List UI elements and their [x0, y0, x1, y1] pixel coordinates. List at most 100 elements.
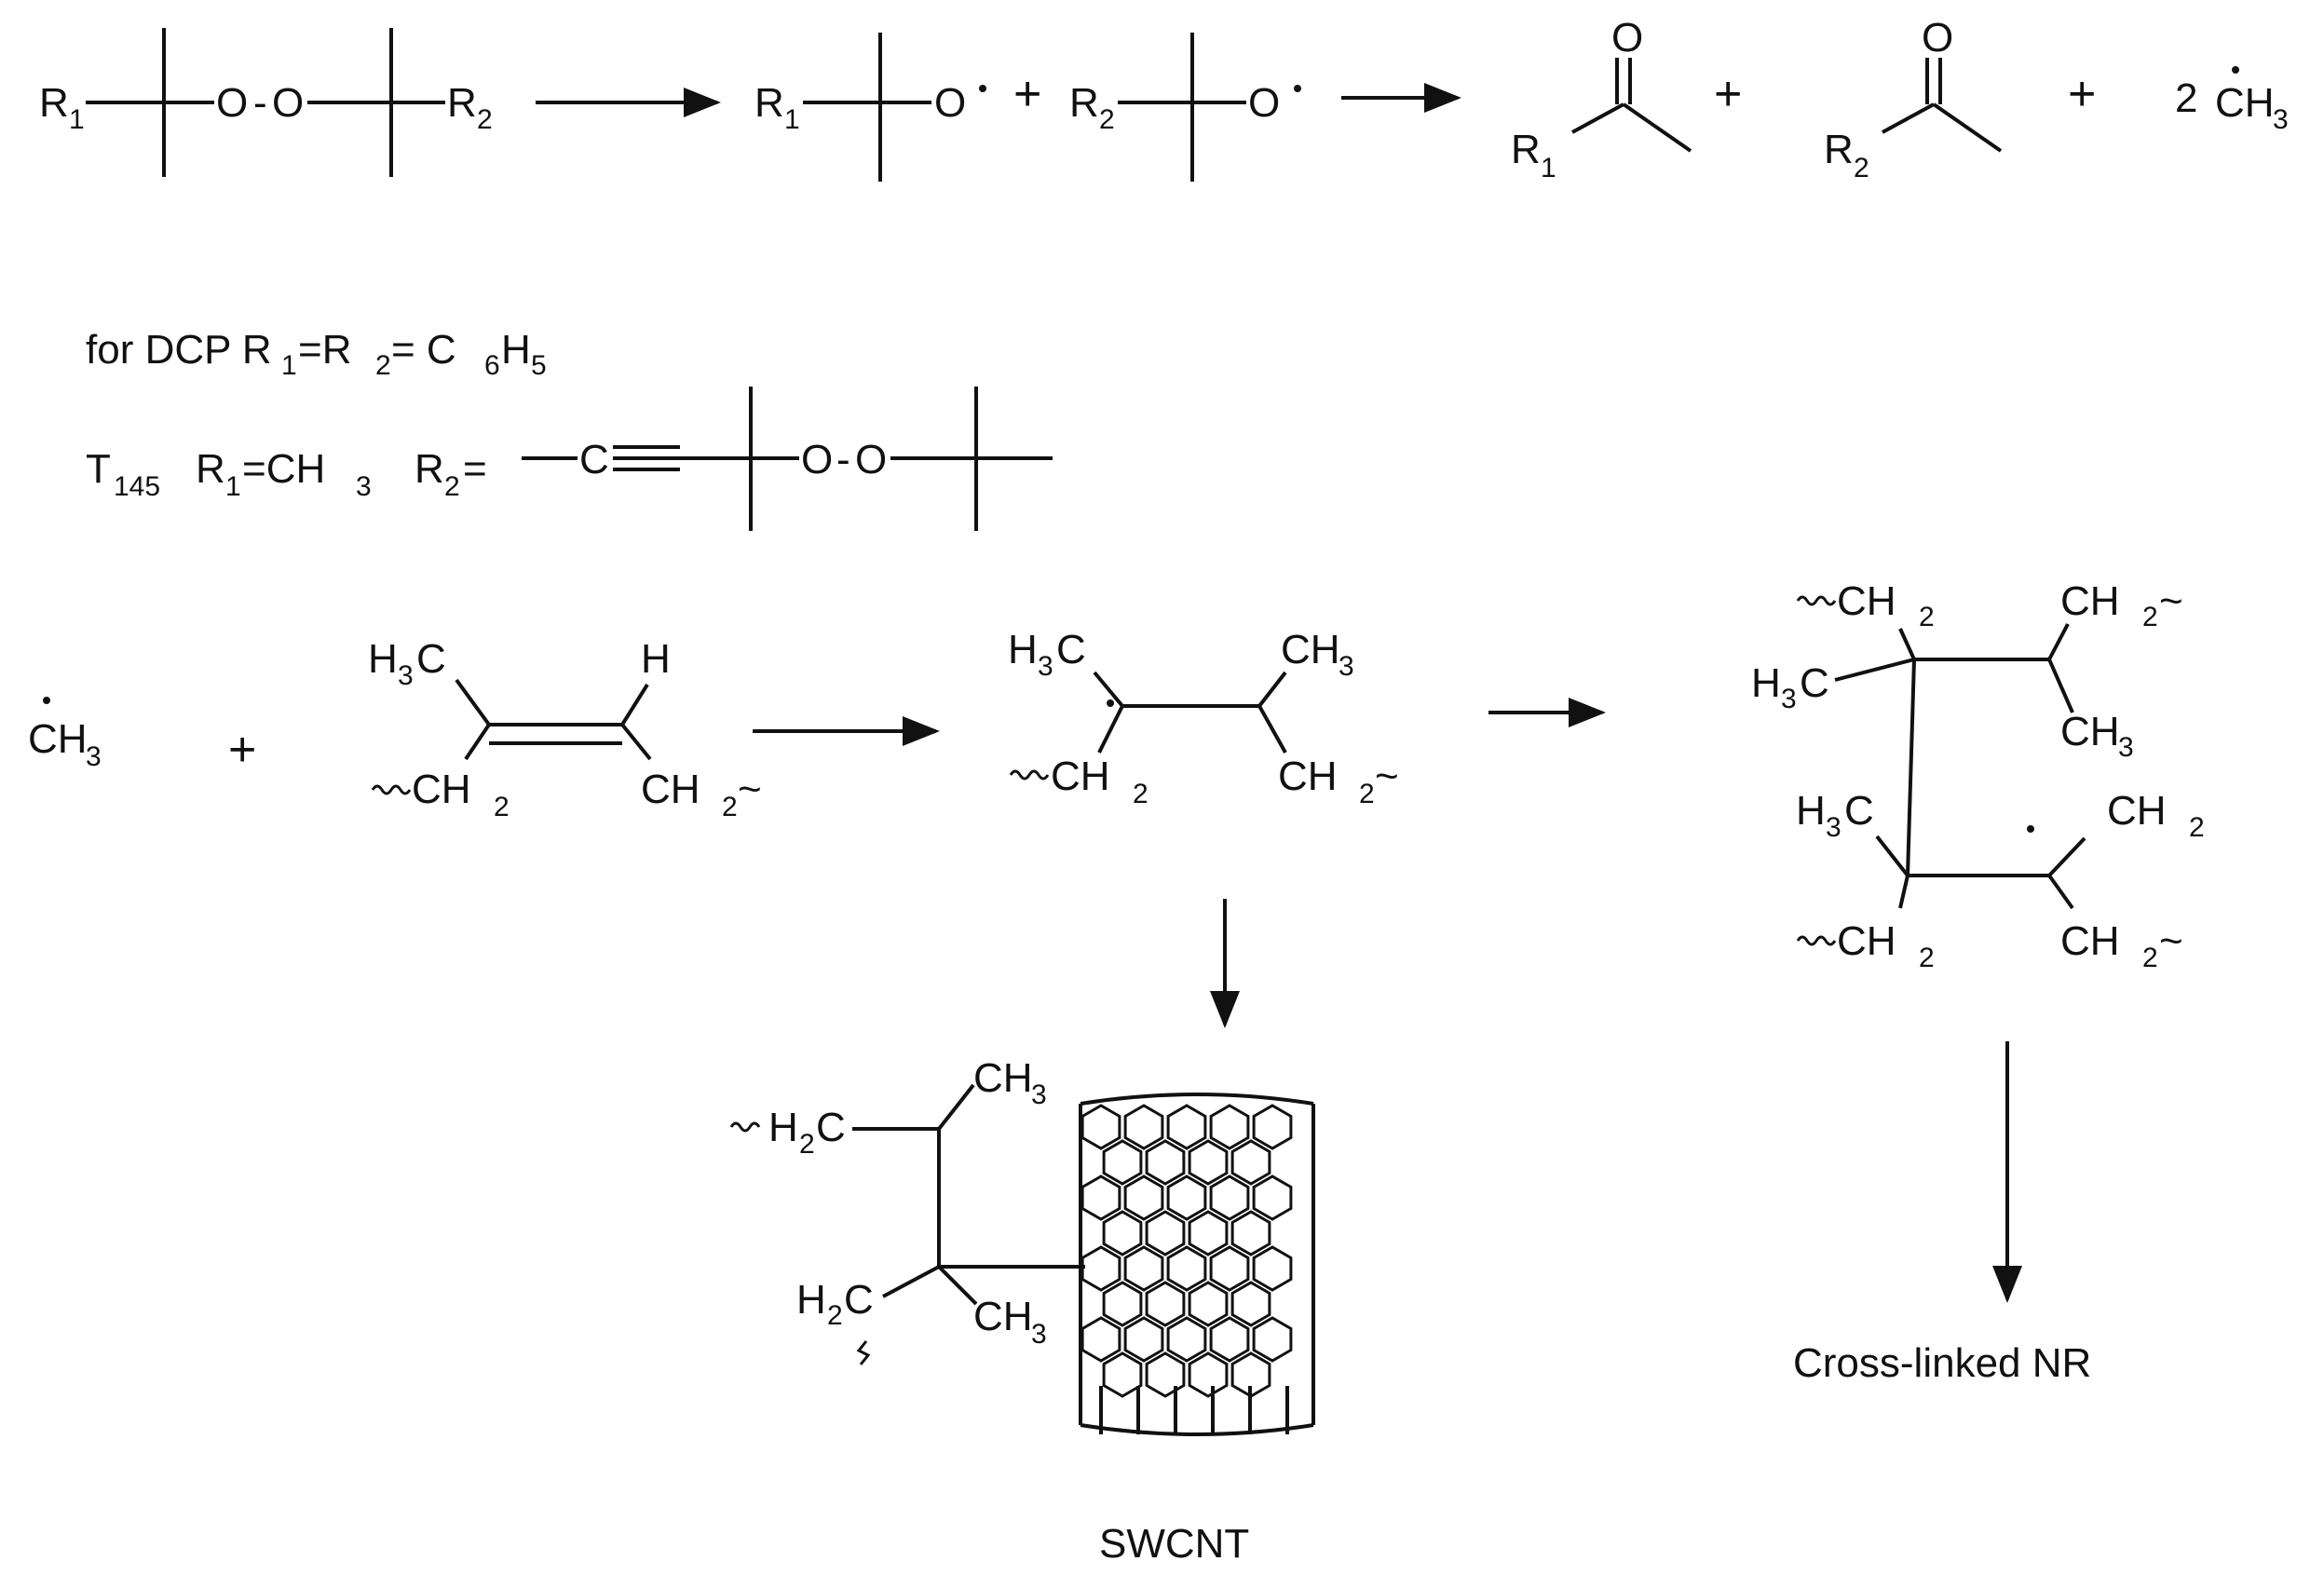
nanotube-hexagon	[1252, 1316, 1293, 1363]
svg-text:T: T	[86, 446, 111, 492]
nanotube-hexagon	[1145, 1281, 1186, 1327]
nanotube-hexagon	[1080, 1104, 1121, 1150]
crosslinked-dimer: CH 2 CH 2 ~ H 3 C CH 3 H 3 C CH 2 CH 2 C…	[1751, 578, 2205, 973]
svg-text:C: C	[579, 437, 609, 482]
nanotube-hexagon	[1145, 1351, 1186, 1398]
svg-text:H: H	[501, 327, 531, 373]
svg-text:CH: CH	[1837, 918, 1896, 964]
svg-text:CH: CH	[1281, 627, 1340, 672]
swcnt-label: SWCNT	[1099, 1521, 1249, 1567]
nanotube-hexagon	[1166, 1104, 1207, 1150]
nanotube-hexagon	[1230, 1139, 1271, 1186]
svg-text:2: 2	[1099, 104, 1115, 135]
nanotube-hexagon	[1166, 1316, 1207, 1363]
nr-radical-intermediate: H 3 C CH 3 CH 2 CH 2 ~	[1008, 627, 1399, 809]
svg-text:2: 2	[444, 471, 460, 502]
svg-text:2: 2	[477, 104, 493, 135]
svg-text:R: R	[447, 80, 477, 126]
svg-text:2: 2	[1919, 943, 1935, 973]
svg-text:CH: CH	[28, 716, 88, 762]
svg-text:H: H	[1796, 788, 1826, 834]
svg-text:2: 2	[2189, 812, 2205, 843]
nanotube-hexagon	[1102, 1281, 1143, 1327]
svg-text:H: H	[1008, 627, 1038, 672]
svg-text:145: 145	[114, 471, 160, 502]
natural-rubber-unit: H 3 C H CH 2 CH 2 ~	[368, 636, 762, 822]
svg-text:R: R	[754, 80, 784, 126]
nanotube-hexagon	[1230, 1210, 1271, 1256]
svg-text:CH: CH	[1278, 754, 1338, 799]
nanotube-hexagon	[1102, 1139, 1143, 1186]
nanotube-hexagon	[1209, 1104, 1250, 1150]
svg-text:1: 1	[784, 104, 800, 135]
plus-sign: +	[1013, 67, 1041, 121]
svg-text:CH: CH	[973, 1294, 1033, 1339]
svg-text:R: R	[415, 446, 444, 492]
svg-text:~: ~	[738, 767, 762, 812]
plus-sign: +	[1714, 67, 1742, 121]
svg-text:for DCP R: for DCP R	[86, 327, 272, 373]
svg-text:CH: CH	[2107, 788, 2167, 834]
svg-text:3: 3	[1781, 684, 1797, 714]
svg-text:CH: CH	[1051, 754, 1110, 799]
svg-text:O: O	[1922, 15, 1953, 61]
svg-text:3: 3	[398, 660, 414, 691]
nanotube-hexagon	[1123, 1174, 1164, 1221]
svg-text:H: H	[796, 1277, 826, 1323]
svg-text:2: 2	[375, 350, 391, 381]
nanotube-hexagon	[1145, 1139, 1186, 1186]
svg-text:3: 3	[1031, 1319, 1047, 1350]
nanotube-hexagon	[1230, 1281, 1271, 1327]
svg-text:C: C	[1800, 660, 1829, 706]
nanotube-hexagon	[1188, 1281, 1229, 1327]
ketone-r2: O R 2	[1824, 15, 2003, 183]
svg-text:O: O	[1611, 15, 1643, 61]
svg-text:R: R	[1511, 127, 1541, 172]
svg-text:C: C	[816, 1105, 846, 1150]
svg-text:CH: CH	[641, 767, 700, 812]
svg-text:=CH: =CH	[242, 446, 325, 492]
svg-text:1: 1	[1541, 153, 1556, 183]
svg-text:2: 2	[722, 792, 738, 822]
peroxide-molecule: R 1 O - O R 2	[39, 28, 493, 177]
svg-text:2: 2	[1854, 153, 1869, 183]
nanotube-hexagon	[1209, 1316, 1250, 1363]
crosslinked-nr-label: Cross-linked NR	[1793, 1340, 2091, 1386]
nanotube-hexagon	[1080, 1316, 1121, 1363]
svg-text:1: 1	[69, 104, 85, 135]
nanotube-hexagon	[1209, 1174, 1250, 1221]
svg-text:O: O	[934, 80, 966, 126]
radical-dot	[43, 697, 50, 704]
svg-text:=: =	[463, 446, 487, 492]
dcp-definition: for DCP R 1 =R 2 = C 6 H 5	[86, 327, 547, 381]
svg-text:C: C	[1844, 788, 1874, 834]
svg-text:3: 3	[86, 741, 102, 772]
svg-text:-: -	[836, 437, 850, 482]
svg-text:2: 2	[1133, 779, 1148, 809]
svg-text:2: 2	[1919, 602, 1935, 632]
svg-text:6: 6	[484, 350, 500, 381]
radical-dot	[979, 85, 986, 92]
svg-text:1: 1	[281, 350, 297, 381]
nanotube-hexagon	[1252, 1174, 1293, 1221]
nanotube-hexagon	[1102, 1210, 1143, 1256]
svg-text:3: 3	[2118, 732, 2134, 763]
svg-text:O: O	[801, 437, 833, 482]
svg-text:O: O	[1248, 80, 1280, 126]
svg-text:H: H	[1751, 660, 1781, 706]
radical-dot	[2027, 825, 2034, 833]
svg-text:R: R	[1069, 80, 1099, 126]
methyl-radical-product: 2 CH 3	[2175, 66, 2289, 135]
plus-sign: +	[228, 723, 256, 777]
t145-definition: T 145 R 1 =CH 3 R 2 = C O - O	[86, 387, 1053, 531]
nanotube-hexagon	[1123, 1104, 1164, 1150]
svg-text:3: 3	[1826, 812, 1842, 843]
svg-text:2: 2	[1359, 779, 1375, 809]
svg-text:CH: CH	[2215, 80, 2275, 126]
alkoxy-radical-r1: R 1 O	[754, 33, 986, 182]
radical-dot	[1294, 85, 1301, 92]
svg-text:~: ~	[1375, 754, 1399, 799]
svg-text:3: 3	[356, 471, 372, 502]
swcnt-grafted-chain: H 2 C CH 3 H 2 C CH 3	[729, 1055, 1085, 1365]
